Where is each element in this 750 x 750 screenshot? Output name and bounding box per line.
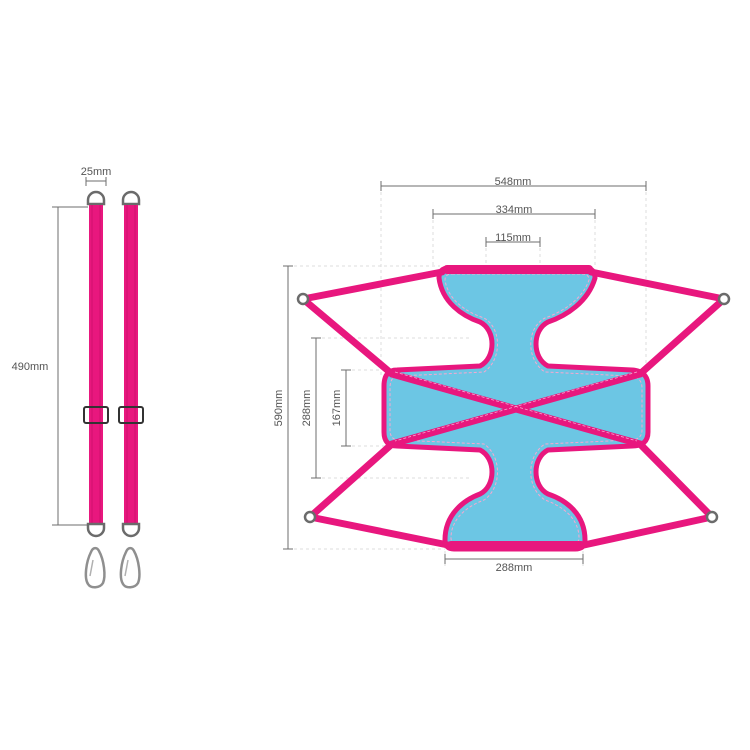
d-ring-bottom-icon bbox=[121, 522, 141, 538]
hammock-straps bbox=[299, 268, 728, 549]
center-height-dimension: 288mm bbox=[301, 337, 321, 479]
strap-buckle-icon bbox=[118, 406, 144, 424]
middle-width-dimension: 334mm bbox=[432, 204, 596, 219]
d-ring-bottom-icon bbox=[86, 522, 106, 538]
hammock-group: 548mm 334mm 115mm 590mm 288mm bbox=[273, 176, 731, 574]
middle-width-label: 334mm bbox=[496, 204, 533, 216]
strap-webbing bbox=[89, 205, 103, 525]
center-height-label: 288mm bbox=[301, 390, 313, 427]
strap-buckle-icon bbox=[83, 406, 109, 424]
inner-height-label: 167mm bbox=[331, 390, 343, 427]
strap-width-dimension: 25mm bbox=[81, 166, 112, 186]
carabiner-icon bbox=[119, 546, 141, 589]
inner-height-dimension: 167mm bbox=[331, 369, 351, 447]
strap-length-dimension: 490mm bbox=[12, 206, 88, 526]
strap-width-label: 25mm bbox=[81, 166, 112, 178]
strap-length-label: 490mm bbox=[12, 361, 49, 373]
corner-ring-bottom-right-icon bbox=[705, 510, 719, 524]
bottom-binding bbox=[447, 541, 585, 550]
neck-width-dimension: 115mm bbox=[485, 232, 541, 247]
overall-width-label: 548mm bbox=[495, 176, 532, 188]
d-ring-top-icon bbox=[86, 190, 106, 206]
overall-width-dimension: 548mm bbox=[380, 176, 647, 191]
corner-ring-bottom-left-icon bbox=[303, 510, 317, 524]
corner-ring-top-right-icon bbox=[717, 292, 731, 306]
d-ring-top-icon bbox=[121, 190, 141, 206]
top-binding bbox=[443, 265, 593, 274]
base-width-label: 288mm bbox=[496, 562, 533, 574]
cross-stitching bbox=[394, 371, 638, 442]
neck-width-label: 115mm bbox=[495, 232, 531, 244]
overall-height-dimension: 590mm bbox=[273, 265, 293, 550]
strap-webbing bbox=[124, 205, 138, 525]
guide-lines bbox=[288, 186, 647, 566]
carabiner-icon bbox=[84, 546, 106, 589]
strap-left bbox=[83, 190, 109, 589]
base-width-dimension: 288mm bbox=[444, 554, 584, 574]
straps-group: 25mm 490mm bbox=[12, 166, 144, 589]
overall-height-label: 590mm bbox=[273, 390, 285, 427]
strap-right bbox=[118, 190, 144, 589]
corner-ring-top-left-icon bbox=[296, 292, 310, 306]
